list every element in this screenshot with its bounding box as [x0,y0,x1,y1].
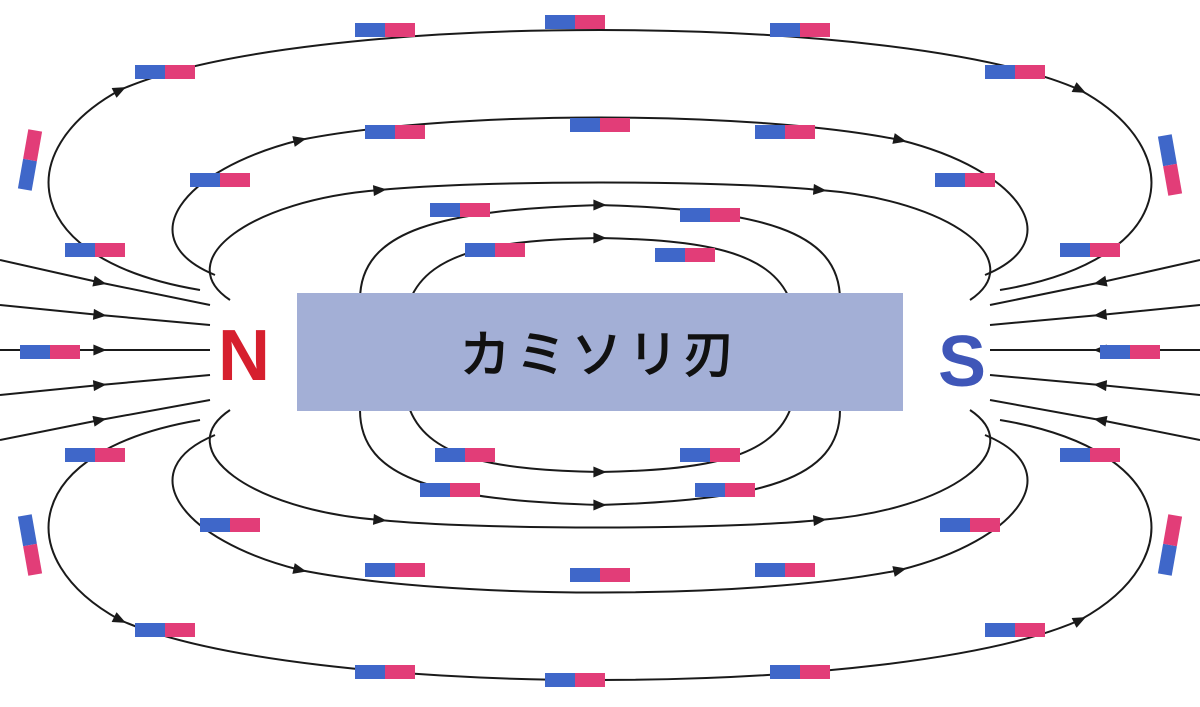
compass-needle-icon [1060,448,1120,462]
magnet-label: カミソリ刃 [460,326,740,384]
compass-needle-icon [365,125,425,139]
compass-needle-icon [680,208,740,222]
compass-needle-icon [465,243,525,257]
compass-needle-icon [65,243,125,257]
south-pole-label: S [938,322,986,402]
compass-needle-icon [985,65,1045,79]
compass-needle-icon [655,248,715,262]
compass-needle-icon [755,563,815,577]
compass-needle-icon [20,345,80,359]
compass-needle-icon [17,514,43,576]
compass-needle-icon [200,518,260,532]
compass-needle-icon [355,665,415,679]
razor-blade-magnet [297,293,903,411]
compass-needle-icon [365,563,425,577]
compass-needle-icon [770,23,830,37]
compass-needle-icon [1157,134,1183,196]
compass-needle-icon [1060,243,1120,257]
compass-needle-icon [755,125,815,139]
compass-needle-icon [430,203,490,217]
compass-needle-icon [1157,514,1183,576]
compass-needle-icon [545,673,605,687]
field-line-inner-top [208,181,992,301]
compass-needle-icon [190,173,250,187]
field-line-tight-bottom [359,409,841,511]
field-line-s-1 [989,304,1200,326]
compass-needle-icon [135,65,195,79]
compass-needle-icon [355,23,415,37]
compass-needles [17,15,1183,687]
field-line-s-4 [989,399,1200,441]
compass-needle-icon [570,568,630,582]
compass-needle-icon [695,483,755,497]
compass-needle-icon [420,483,480,497]
field-line-inner-bottom [208,409,992,529]
field-line-tightest-top [409,232,791,301]
compass-needle-icon [1100,345,1160,359]
compass-needle-icon [545,15,605,29]
field-line-mid-top [171,116,1029,276]
compass-needle-icon [935,173,995,187]
compass-needle-icon [940,518,1000,532]
compass-needle-icon [680,448,740,462]
north-pole-label: N [218,316,270,396]
compass-needle-icon [65,448,125,462]
compass-needle-icon [985,623,1045,637]
compass-needle-icon [770,665,830,679]
field-line-tight-top [359,199,841,301]
field-line-mid-bottom [171,434,1029,594]
field-lines [0,29,1200,681]
field-line-tightest-bottom [409,409,791,478]
field-line-n-1 [0,304,211,326]
field-line-n-3 [0,374,211,396]
field-line-s-3 [989,374,1200,396]
compass-needle-icon [570,118,630,132]
field-line-n-4 [0,399,211,441]
field-line-outer-bottom [47,419,1153,681]
field-line-outer-top [47,29,1153,291]
compass-needle-icon [17,129,43,191]
compass-needle-icon [435,448,495,462]
field-line-s-0 [989,259,1200,306]
compass-needle-icon [135,623,195,637]
field-line-n-0 [0,259,211,306]
